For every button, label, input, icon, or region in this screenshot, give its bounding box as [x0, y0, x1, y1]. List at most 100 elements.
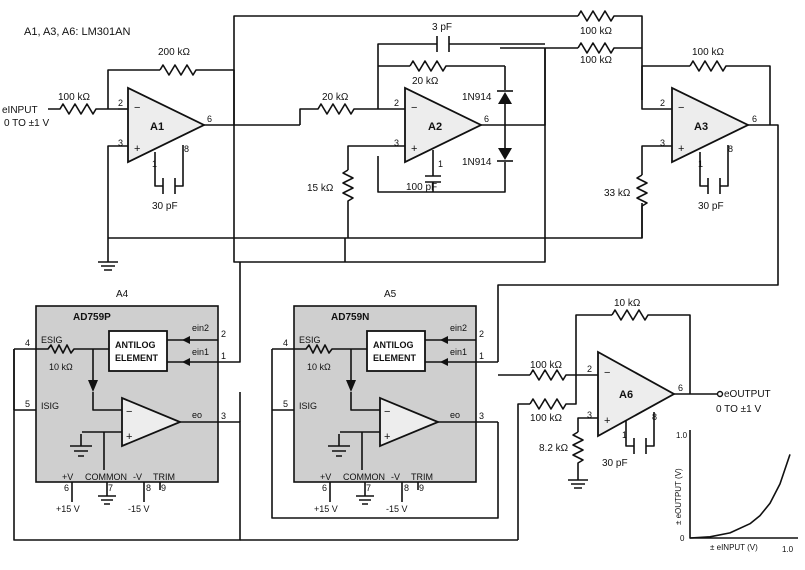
- svg-text:8: 8: [146, 483, 151, 493]
- a6-input-resistor-2-label: 100 kΩ: [530, 413, 562, 424]
- svg-text:ANTILOG: ANTILOG: [115, 340, 156, 350]
- a6-bias-resistor: [572, 431, 584, 480]
- a6-input-resistor-1: [529, 369, 598, 381]
- svg-text:1: 1: [438, 159, 443, 169]
- svg-text:eo: eo: [192, 410, 202, 420]
- svg-text:TRIM: TRIM: [153, 472, 175, 482]
- a1-label: A1: [150, 121, 164, 133]
- a6-input-resistor-1-label: 100 kΩ: [530, 360, 562, 371]
- a2-feedback-resistor-label: 20 kΩ: [412, 76, 439, 87]
- svg-text:3: 3: [394, 138, 399, 148]
- output-label: eOUTPUT: [724, 389, 771, 400]
- x-axis-label: ± eINPUT (V): [710, 543, 758, 552]
- svg-text:−: −: [678, 102, 684, 114]
- op-amp-a2: − + A2 2 3 6 1: [394, 86, 489, 169]
- svg-text:7: 7: [108, 483, 113, 493]
- svg-text:+: +: [126, 431, 132, 443]
- svg-text:5: 5: [25, 399, 30, 409]
- a6-feedback-resistor-label: 10 kΩ: [614, 298, 641, 309]
- svg-text:1: 1: [221, 351, 226, 361]
- input-range: 0 TO ±1 V: [4, 118, 49, 129]
- svg-text:7: 7: [366, 483, 371, 493]
- diode-bottom: [498, 148, 512, 160]
- svg-text:ESIG: ESIG: [299, 335, 321, 345]
- svg-text:10 kΩ: 10 kΩ: [307, 362, 331, 372]
- svg-text:5: 5: [283, 399, 288, 409]
- a2-input-resistor: [299, 103, 405, 125]
- svg-text:8: 8: [728, 144, 733, 154]
- a3-cap-label: 30 pF: [698, 201, 724, 212]
- svg-text:ELEMENT: ELEMENT: [115, 353, 159, 363]
- a6-label: A6: [619, 389, 633, 401]
- op-amp-a1: − + A1 2 3 6 1 8: [118, 86, 212, 169]
- svg-text:1: 1: [479, 351, 484, 361]
- svg-text:+: +: [384, 431, 390, 443]
- ground-symbol: [98, 261, 118, 271]
- a3-bias-resistor: [636, 174, 648, 238]
- part-note: A1, A3, A6: LM301AN: [24, 26, 130, 38]
- a2-feedback-resistor: [409, 60, 505, 72]
- svg-text:ISIG: ISIG: [299, 401, 317, 411]
- svg-text:−: −: [384, 406, 390, 418]
- svg-text:2: 2: [587, 364, 592, 374]
- svg-text:+: +: [134, 143, 140, 155]
- svg-text:-V: -V: [391, 472, 400, 482]
- svg-text:ein1: ein1: [450, 347, 467, 357]
- svg-text:4: 4: [25, 338, 30, 348]
- svg-text:ein1: ein1: [192, 347, 209, 357]
- svg-text:COMMON: COMMON: [343, 472, 385, 482]
- svg-text:−: −: [604, 367, 610, 379]
- output-terminal: [716, 390, 724, 398]
- input-label: eINPUT: [2, 105, 38, 116]
- svg-text:2: 2: [394, 98, 399, 108]
- svg-text:+: +: [411, 143, 417, 155]
- antilog-module-a5: A5 AD759N ANTILOG ELEMENT ein2 ein1 ESIG…: [272, 289, 484, 514]
- a1-cap-label: 30 pF: [152, 201, 178, 212]
- svg-text:6: 6: [207, 114, 212, 124]
- svg-text:eo: eo: [450, 410, 460, 420]
- a5-label: A5: [384, 289, 397, 300]
- svg-text:1: 1: [622, 430, 627, 440]
- a2-bias-resistor: [342, 169, 354, 238]
- output-range: 0 TO ±1 V: [716, 404, 761, 415]
- svg-text:10 kΩ: 10 kΩ: [49, 362, 73, 372]
- svg-text:ELEMENT: ELEMENT: [373, 353, 417, 363]
- svg-text:3: 3: [660, 138, 665, 148]
- svg-text:4: 4: [283, 338, 288, 348]
- svg-text:+V: +V: [320, 472, 331, 482]
- y-tick-label-top: 1.0: [676, 431, 688, 440]
- a2-label: A2: [428, 121, 442, 133]
- op-amp-a3: − + A3 2 3 6 1 8: [660, 86, 757, 169]
- input-resistor-label: 100 kΩ: [58, 92, 90, 103]
- svg-text:3: 3: [479, 411, 484, 421]
- input-resistor: [48, 103, 118, 115]
- transfer-curve-line: [689, 454, 791, 539]
- svg-text:6: 6: [64, 483, 69, 493]
- a6-cap-label: 30 pF: [602, 458, 628, 469]
- svg-text:6: 6: [322, 483, 327, 493]
- svg-text:ISIG: ISIG: [41, 401, 59, 411]
- a4-part: AD759P: [73, 312, 111, 323]
- a3-input-resistor-2-label: 100 kΩ: [580, 55, 612, 66]
- a6-feedback-resistor: [611, 309, 691, 394]
- svg-text:ein2: ein2: [192, 323, 209, 333]
- svg-text:ESIG: ESIG: [41, 335, 63, 345]
- a3-input-resistor-1-label: 100 kΩ: [580, 26, 612, 37]
- svg-text:-15 V: -15 V: [128, 504, 150, 514]
- svg-text:8: 8: [404, 483, 409, 493]
- svg-text:+15 V: +15 V: [56, 504, 80, 514]
- x-tick-label-right: 1.0: [782, 545, 794, 554]
- transfer-curve-chart: 1.0 0 1.0 ± eINPUT (V) ± eOUTPUT (V): [674, 430, 798, 554]
- svg-text:6: 6: [752, 114, 757, 124]
- svg-text:-15 V: -15 V: [386, 504, 408, 514]
- a5-part: AD759N: [331, 312, 369, 323]
- svg-text:8: 8: [184, 144, 189, 154]
- a1-feedback-resistor-label: 200 kΩ: [158, 47, 190, 58]
- svg-text:2: 2: [660, 98, 665, 108]
- a6-input-resistor-2: [529, 375, 577, 410]
- diode-top-label: 1N914: [462, 92, 492, 103]
- svg-text:ANTILOG: ANTILOG: [373, 340, 414, 350]
- a2-bias-resistor-label: 15 kΩ: [307, 183, 334, 194]
- chart-axes: [689, 430, 798, 539]
